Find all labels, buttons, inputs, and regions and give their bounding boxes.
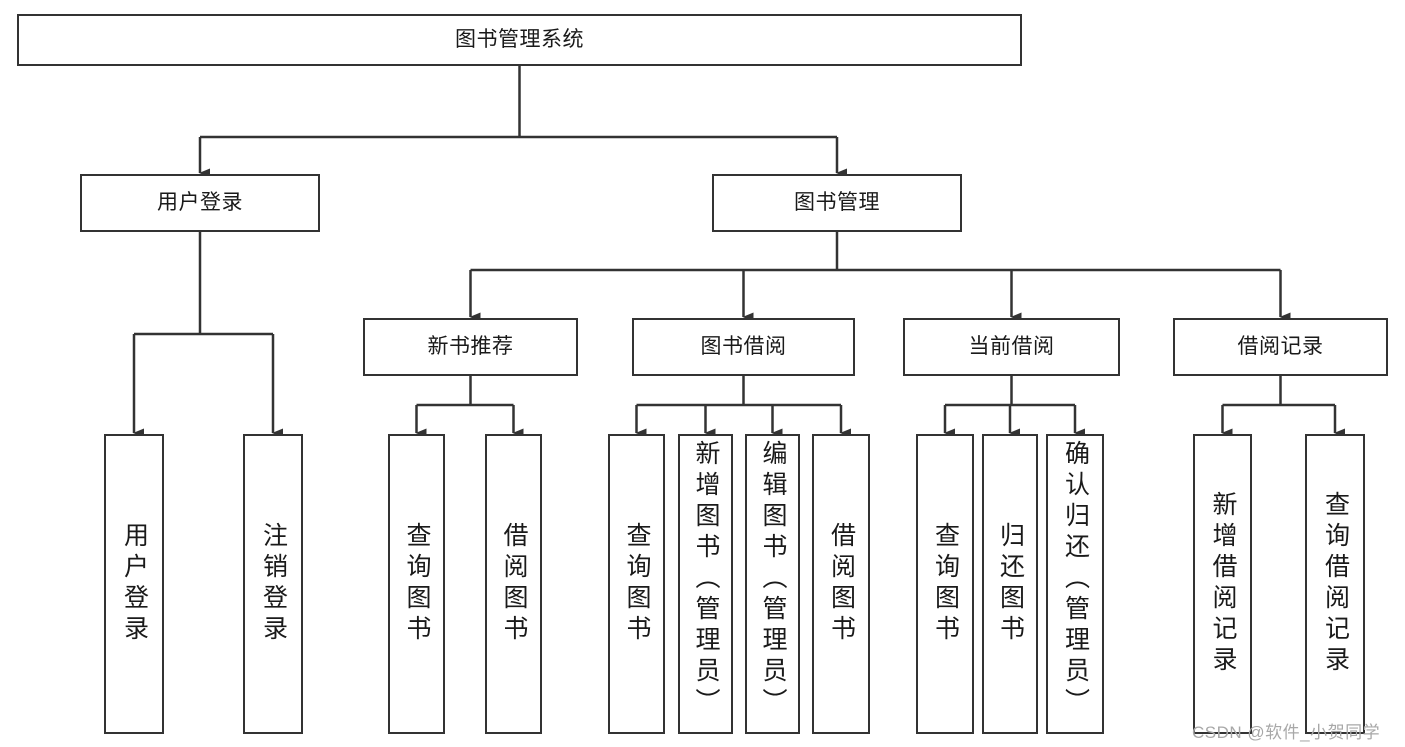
watermark-text: CSDN @软件_小贺同学 bbox=[1192, 723, 1381, 742]
node-label-l2b: 图书借阅 bbox=[700, 335, 787, 359]
node-label-leaf10: 归还图书 bbox=[996, 522, 1025, 646]
node-box-leaf5[interactable]: 查询图书 bbox=[608, 434, 665, 734]
node-box-l2c[interactable]: 当前借阅 bbox=[903, 318, 1120, 376]
node-label-l2d: 借阅记录 bbox=[1237, 335, 1324, 359]
node-label-leaf5: 查询图书 bbox=[623, 522, 651, 646]
node-box-l1a[interactable]: 用户登录 bbox=[80, 174, 320, 232]
node-box-leaf4[interactable]: 借阅图书 bbox=[485, 434, 542, 734]
node-label-leaf8: 借阅图书 bbox=[827, 522, 856, 646]
node-box-l2a[interactable]: 新书推荐 bbox=[363, 318, 578, 376]
node-label-leaf7: 编辑图书（管理员） bbox=[759, 440, 787, 719]
node-box-leaf2[interactable]: 注销登录 bbox=[243, 434, 303, 734]
node-box-l2d[interactable]: 借阅记录 bbox=[1173, 318, 1388, 376]
node-box-leaf9[interactable]: 查询图书 bbox=[916, 434, 974, 734]
node-box-leaf3[interactable]: 查询图书 bbox=[388, 434, 445, 734]
node-box-leaf1[interactable]: 用户登录 bbox=[104, 434, 164, 734]
node-box-leaf13[interactable]: 查询借阅记录 bbox=[1305, 434, 1365, 734]
node-box-leaf10[interactable]: 归还图书 bbox=[982, 434, 1038, 734]
node-label-leaf12: 新增借阅记录 bbox=[1209, 491, 1237, 677]
node-box-leaf7[interactable]: 编辑图书（管理员） bbox=[745, 434, 800, 734]
node-label-l1a: 用户登录 bbox=[157, 191, 243, 215]
node-label-root: 图书管理系统 bbox=[455, 28, 584, 52]
node-label-leaf1: 用户登录 bbox=[120, 522, 149, 646]
node-label-leaf2: 注销登录 bbox=[259, 522, 288, 646]
node-box-leaf8[interactable]: 借阅图书 bbox=[812, 434, 870, 734]
node-box-leaf12[interactable]: 新增借阅记录 bbox=[1193, 434, 1252, 734]
node-label-leaf3: 查询图书 bbox=[403, 522, 431, 646]
node-label-l2a: 新书推荐 bbox=[427, 335, 514, 359]
node-label-leaf9: 查询图书 bbox=[931, 522, 960, 646]
node-label-leaf13: 查询借阅记录 bbox=[1321, 491, 1350, 677]
node-box-l1b[interactable]: 图书管理 bbox=[712, 174, 962, 232]
node-label-leaf11: 确认归还（管理员） bbox=[1061, 440, 1090, 719]
node-label-leaf6: 新增图书（管理员） bbox=[692, 440, 720, 719]
node-box-leaf6[interactable]: 新增图书（管理员） bbox=[678, 434, 733, 734]
node-label-l2c: 当前借阅 bbox=[968, 335, 1055, 359]
node-box-root[interactable]: 图书管理系统 bbox=[17, 14, 1022, 66]
node-box-l2b[interactable]: 图书借阅 bbox=[632, 318, 855, 376]
node-label-leaf4: 借阅图书 bbox=[500, 522, 528, 646]
node-box-leaf11[interactable]: 确认归还（管理员） bbox=[1046, 434, 1104, 734]
edge-group bbox=[132, 66, 1345, 438]
node-label-l1b: 图书管理 bbox=[794, 191, 880, 215]
